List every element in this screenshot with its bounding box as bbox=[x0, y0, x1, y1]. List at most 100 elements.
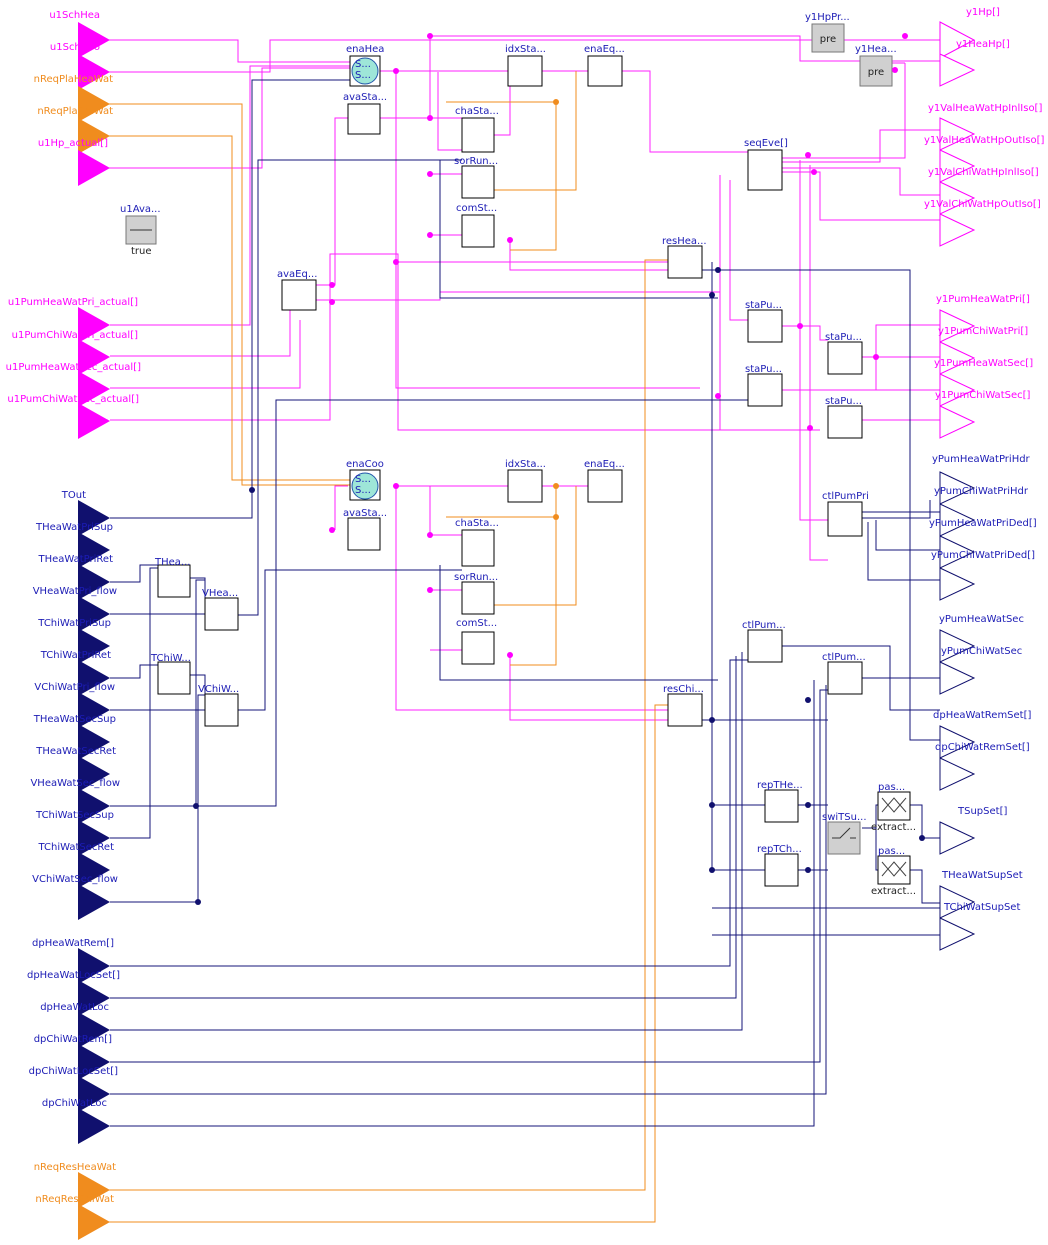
output-y1PumChiWatPri[interactable] bbox=[939, 341, 976, 375]
output-dpHeaWatRemSet[interactable] bbox=[939, 725, 976, 759]
block-THea[interactable] bbox=[157, 564, 191, 598]
label-TChiWatSupSet: TChiWatSupSet bbox=[943, 902, 1020, 913]
input-THeaWatPriRet[interactable] bbox=[78, 564, 110, 600]
label-avaSta-coo: avaSta... bbox=[343, 508, 387, 519]
block-pas-2[interactable] bbox=[877, 855, 911, 885]
input-nReqResHeaWat[interactable] bbox=[78, 1172, 110, 1208]
block-ctlPum-1[interactable] bbox=[747, 629, 783, 663]
input-labels: u1SchHea u1SchCoo nReqPlaHeaWat nReqPlaC… bbox=[6, 10, 141, 1205]
block-staPu-4[interactable] bbox=[827, 405, 863, 439]
output-y1PumChiWatSec[interactable] bbox=[939, 405, 976, 439]
input-dpHeaWatRem[interactable] bbox=[78, 948, 110, 984]
input-TChiWatPriRet[interactable] bbox=[78, 660, 110, 696]
output-yPumChiWatPriDed[interactable] bbox=[939, 567, 976, 601]
block-enaEq-coo[interactable] bbox=[587, 469, 623, 503]
input-VChiWatSec-flow[interactable] bbox=[78, 884, 110, 920]
input-u1PumHeaWatSec-actual[interactable] bbox=[78, 371, 110, 407]
label-yPumChiWatPriHdr: yPumChiWatPriHdr bbox=[934, 486, 1029, 497]
block-staPu-1[interactable] bbox=[747, 309, 783, 343]
block-y1HpPre[interactable] bbox=[811, 23, 845, 53]
input-dpChiWatRem[interactable] bbox=[78, 1044, 110, 1080]
block-resHea[interactable] bbox=[667, 245, 703, 279]
label-VHea: VHea... bbox=[202, 588, 238, 599]
block-idxSta-hea[interactable] bbox=[507, 55, 543, 87]
block-resChi[interactable] bbox=[667, 693, 703, 727]
output-y1ValChiWatHpInlIso[interactable] bbox=[939, 181, 976, 215]
label-yPumHeaWatPriDed: yPumHeaWatPriDed[] bbox=[929, 518, 1037, 529]
output-THeaWatSupSet[interactable] bbox=[939, 885, 976, 919]
label-VHeaWatSec-flow: VHeaWatSec_flow bbox=[30, 778, 120, 789]
block-staPu-3[interactable] bbox=[747, 373, 783, 407]
block-y1HeaPre[interactable] bbox=[859, 55, 893, 87]
input-VHeaWatSec-flow[interactable] bbox=[78, 788, 110, 824]
input-TChiWatPriSup[interactable] bbox=[78, 628, 110, 664]
block-avaEq[interactable] bbox=[281, 279, 317, 311]
input-dpChiWatLocSet[interactable] bbox=[78, 1076, 110, 1112]
block-avaSta-hea[interactable] bbox=[347, 103, 381, 135]
label-nReqResChiWat: nReqResChiWat bbox=[35, 1194, 114, 1205]
input-THeaWatSecRet[interactable] bbox=[78, 756, 110, 792]
input-u1SchHea[interactable] bbox=[78, 22, 110, 58]
output-yPumHeaWatPriDed[interactable] bbox=[939, 535, 976, 569]
output-y1ValHeaWatHpInlIso[interactable] bbox=[939, 117, 976, 151]
output-yPumHeaWatPriHdr[interactable] bbox=[939, 471, 976, 505]
label-nReqPlaHeaWat: nReqPlaHeaWat bbox=[34, 74, 113, 85]
block-TChiW[interactable] bbox=[157, 661, 191, 695]
output-yPumChiWatPriHdr[interactable] bbox=[939, 503, 976, 537]
block-pas-1[interactable] bbox=[877, 791, 911, 821]
input-nReqPlaHeaWat[interactable] bbox=[78, 86, 110, 122]
label-VChiW: VChiW... bbox=[198, 684, 239, 695]
input-dpChiWatLoc[interactable] bbox=[78, 1108, 110, 1144]
block-pas-1-symbol bbox=[881, 797, 907, 813]
input-nReqResChiWat[interactable] bbox=[78, 1204, 110, 1240]
block-enaEq-hea[interactable] bbox=[587, 55, 623, 87]
block-repTHe[interactable] bbox=[764, 789, 799, 823]
input-TChiWatSecRet[interactable] bbox=[78, 852, 110, 888]
block-ctlPum-2[interactable] bbox=[827, 661, 863, 695]
label-y1ValHeaWatHpOutIso: y1ValHeaWatHpOutIso[] bbox=[924, 135, 1045, 146]
output-TSupSet[interactable] bbox=[939, 821, 976, 855]
block-VChiW[interactable] bbox=[204, 693, 239, 727]
block-idxSta-coo[interactable] bbox=[507, 469, 543, 503]
output-y1PumHeaWatPri[interactable] bbox=[939, 309, 976, 343]
output-y1HeaHp[interactable] bbox=[939, 53, 976, 87]
input-THeaWatPriSup[interactable] bbox=[78, 532, 110, 568]
input-THeaWatSecSup[interactable] bbox=[78, 724, 110, 760]
output-yPumChiWatSec[interactable] bbox=[939, 661, 976, 695]
label-y1HpPre: y1HpPr... bbox=[805, 12, 850, 23]
block-chaSta-coo[interactable] bbox=[461, 529, 495, 567]
block-comSt-hea[interactable] bbox=[461, 214, 495, 248]
block-sorRun-hea[interactable] bbox=[461, 165, 495, 199]
output-TChiWatSupSet[interactable] bbox=[939, 917, 976, 951]
output-y1Hp[interactable] bbox=[939, 21, 976, 59]
label-yPumChiWatPriDed: yPumChiWatPriDed[] bbox=[931, 550, 1035, 561]
block-comSt-coo[interactable] bbox=[461, 631, 495, 665]
block-sorRun-coo[interactable] bbox=[461, 581, 495, 615]
input-u1PumChiWatSec-actual[interactable] bbox=[78, 403, 110, 439]
output-yPumHeaWatSec[interactable] bbox=[939, 629, 976, 663]
label-enaEq-hea: enaEq... bbox=[584, 44, 625, 55]
label-TSupSet: TSupSet[] bbox=[957, 806, 1007, 817]
input-dpHeaWatLoc[interactable] bbox=[78, 1012, 110, 1048]
output-y1ValChiWatHpOutIso[interactable] bbox=[939, 213, 976, 247]
input-dpHeaWatLocSet[interactable] bbox=[78, 980, 110, 1016]
output-y1ValHeaWatHpOutIso[interactable] bbox=[939, 149, 976, 183]
input-VChiWatPri-flow[interactable] bbox=[78, 692, 110, 728]
input-TOut[interactable] bbox=[78, 500, 110, 536]
block-seqEve[interactable] bbox=[747, 149, 783, 191]
input-u1Hp-actual[interactable] bbox=[78, 150, 110, 186]
block-staPu-2[interactable] bbox=[827, 341, 863, 375]
input-TChiWatSecSup[interactable] bbox=[78, 820, 110, 856]
input-nReqPlaChiWat[interactable] bbox=[78, 118, 110, 154]
input-VHeaWatPri-flow[interactable] bbox=[78, 596, 110, 632]
block-chaSta-hea[interactable] bbox=[461, 117, 495, 153]
output-y1PumHeaWatSec[interactable] bbox=[939, 373, 976, 407]
block-repTCh[interactable] bbox=[764, 853, 799, 887]
block-ctlPumPri[interactable] bbox=[827, 501, 863, 537]
input-u1SchCoo[interactable] bbox=[78, 54, 110, 90]
block-VHea[interactable] bbox=[204, 597, 239, 631]
output-dpChiWatRemSet[interactable] bbox=[939, 757, 976, 791]
input-u1PumHeaWatPri-actual[interactable] bbox=[78, 307, 110, 343]
input-u1PumChiWatPri-actual[interactable] bbox=[78, 339, 110, 375]
block-avaSta-coo[interactable] bbox=[347, 517, 381, 551]
